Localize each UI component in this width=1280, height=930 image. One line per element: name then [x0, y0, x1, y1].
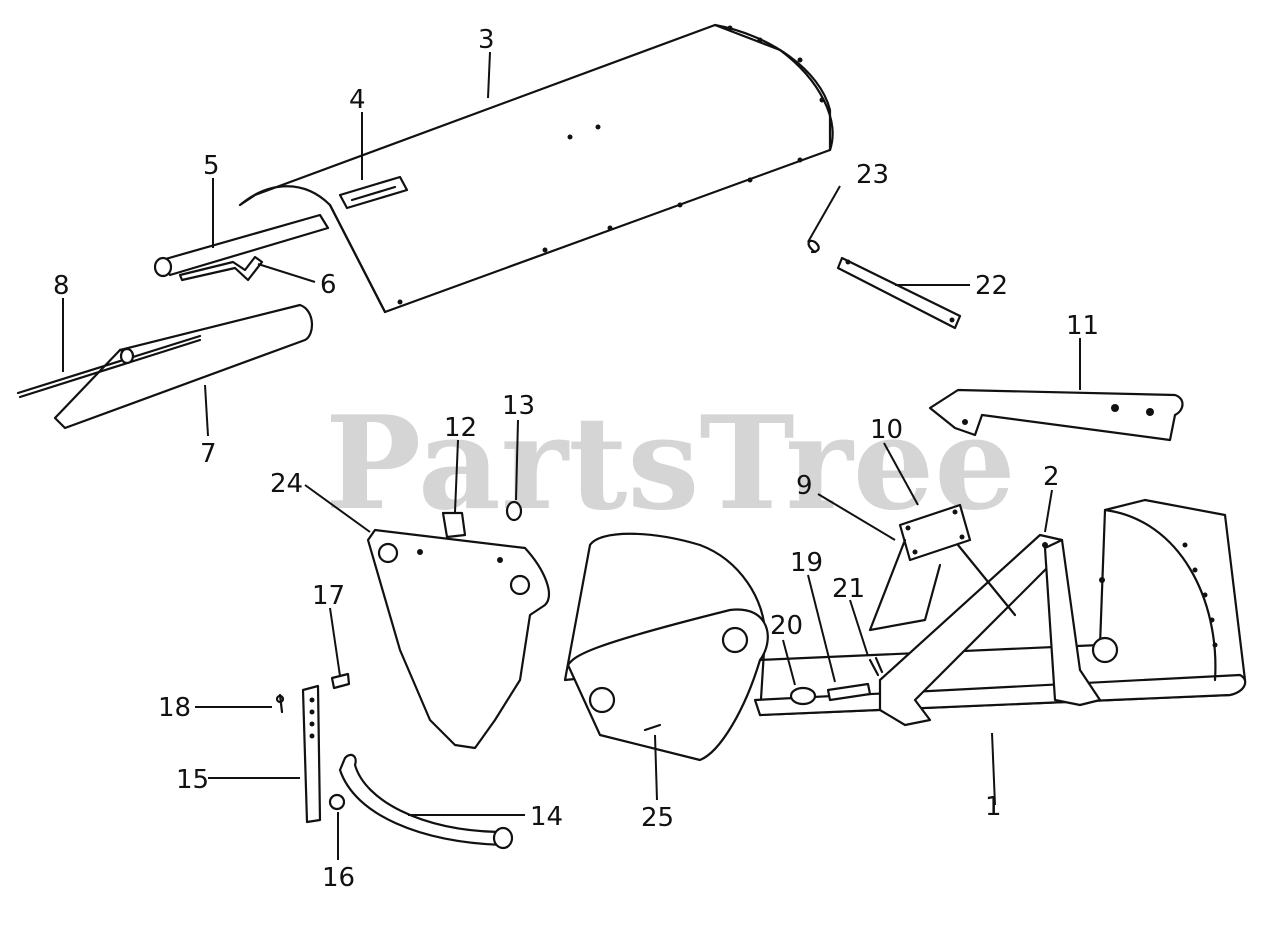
callout-23: 23 [856, 160, 889, 190]
part-23-s-hook [807, 239, 820, 254]
callout-24: 24 [270, 469, 303, 499]
callout-16: 16 [322, 863, 355, 893]
callout-5: 5 [203, 151, 220, 181]
callout-7: 7 [200, 439, 217, 469]
part-24-side-plate [366, 528, 550, 750]
part-25-key [643, 723, 662, 732]
callout-17: 17 [312, 581, 345, 611]
part-21-clip [868, 656, 884, 677]
part-13-pin [505, 500, 523, 522]
callout-labels: 1 2 3 4 5 6 7 8 9 10 11 12 13 14 15 16 1… [53, 25, 1099, 893]
callout-25: 25 [641, 803, 674, 833]
part-12-clip [441, 511, 467, 539]
part-18-pin [275, 693, 285, 714]
part-9-brace [868, 538, 1017, 632]
part-19-pin [826, 682, 872, 702]
part-11-arm [928, 388, 1184, 442]
callout-9: 9 [796, 471, 813, 501]
callout-14: 14 [530, 802, 563, 832]
part-2-bracket [878, 533, 1102, 727]
callout-18: 18 [158, 693, 191, 723]
part-17-bolt [330, 672, 351, 690]
callout-21: 21 [832, 574, 865, 604]
callout-8: 8 [53, 271, 70, 301]
leader-lines [62, 51, 1081, 860]
part-15-strap [301, 684, 322, 824]
callout-1: 1 [985, 792, 1002, 822]
part-22-link [836, 256, 962, 330]
callout-13: 13 [502, 391, 535, 421]
callout-4: 4 [349, 85, 366, 115]
callout-2: 2 [1043, 462, 1060, 492]
part-10-plate [898, 503, 972, 562]
callout-10: 10 [870, 415, 903, 445]
callout-3: 3 [478, 25, 495, 55]
callout-6: 6 [320, 270, 337, 300]
callout-22: 22 [975, 271, 1008, 301]
part-20-bushing [789, 686, 817, 706]
part-16-nut [328, 793, 346, 811]
part-4-decal [338, 175, 409, 210]
callout-11: 11 [1066, 311, 1099, 341]
part-8-hinge-rod [16, 334, 202, 399]
part-5-rod [153, 213, 330, 278]
callout-15: 15 [176, 765, 209, 795]
callout-19: 19 [790, 548, 823, 578]
part-14-curved-arm [338, 753, 514, 850]
callout-12: 12 [444, 413, 477, 443]
part-6-spring [178, 255, 264, 282]
part-3-top-shield [238, 23, 834, 314]
callout-20: 20 [770, 611, 803, 641]
part-7-rear-flap [53, 303, 313, 430]
watermark: PartsTree [325, 389, 1016, 539]
